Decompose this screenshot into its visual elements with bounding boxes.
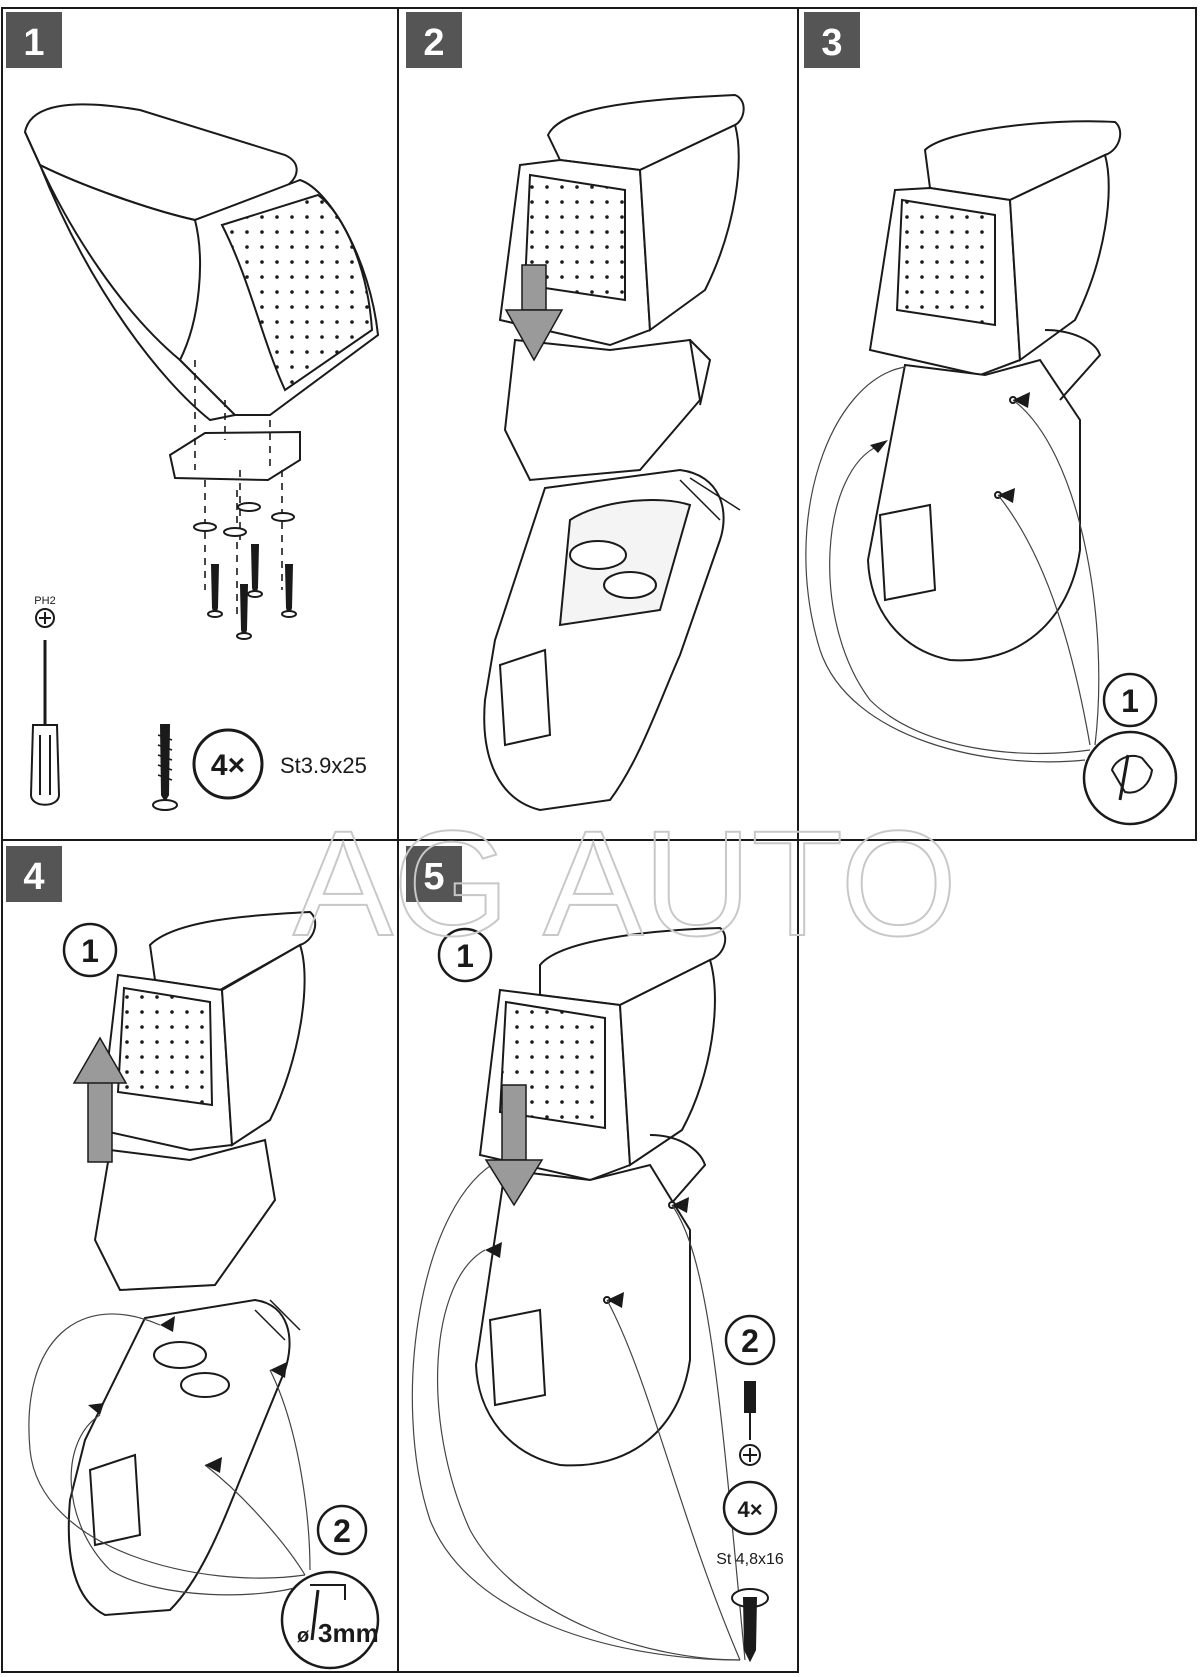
panel-3-frame — [797, 7, 1197, 841]
panel-3-illustration — [805, 120, 1178, 826]
callout-lines — [28, 1313, 311, 1596]
pointer-arrows — [88, 1316, 287, 1473]
panel-4-illustration — [28, 910, 380, 1670]
screw-count-label: 4× — [737, 1497, 762, 1522]
perforated-leather — [116, 986, 214, 1107]
washers — [193, 502, 295, 537]
armrest-pedestal — [503, 338, 702, 482]
callout-1-label: 1 — [81, 933, 99, 969]
screw-count-circle — [192, 728, 264, 800]
callout-1-circle — [437, 927, 493, 983]
down-arrow-icon — [484, 1084, 544, 1207]
screwdriver-icon — [739, 1381, 761, 1466]
armrest-lid — [546, 93, 745, 172]
step-badges: 1 2 3 4 5 — [6, 12, 860, 902]
armrest-pedestal — [93, 1138, 277, 1292]
step-badge-4: 4 — [6, 846, 62, 902]
step-badge-5: 5 — [406, 846, 462, 902]
drill-bit-icon — [310, 1584, 346, 1641]
drill-callout-circle — [280, 1570, 380, 1670]
long-screw-icon — [152, 724, 178, 811]
step-badge-2: 2 — [406, 12, 462, 68]
mount-plate — [168, 430, 301, 482]
drill-size-label: 3mm — [318, 1618, 379, 1648]
perforated-leather — [523, 173, 626, 302]
panel-1-illustration — [23, 103, 380, 811]
pointer-arrows — [485, 1197, 689, 1308]
panel-5-illustration — [411, 926, 778, 1663]
drill-symbol: ø — [297, 1625, 310, 1647]
callout-1-label: 1 — [456, 938, 474, 974]
step-number-1: 1 — [23, 22, 44, 64]
panel-frames — [1, 7, 1197, 1673]
screw-count-label: 4× — [211, 749, 245, 782]
screw-spec-label: St 4,8x16 — [716, 1551, 784, 1568]
screw-spec-label: St3.9x25 — [280, 753, 367, 778]
panel-5-frame — [397, 839, 799, 1673]
step-badge-3: 3 — [804, 12, 860, 68]
pointer-arrows — [870, 392, 1030, 503]
screws — [207, 544, 297, 640]
step-badge-1: 1 — [6, 12, 62, 68]
callout-2-circle — [724, 1314, 776, 1366]
step-number-2: 2 — [423, 22, 444, 64]
armrest-lid — [148, 910, 317, 992]
up-arrow-icon — [72, 1036, 128, 1163]
screw-count-circle — [722, 1480, 778, 1536]
perforated-leather — [220, 193, 374, 392]
hand-clip-icon — [1110, 754, 1154, 801]
step-number-4: 4 — [23, 856, 44, 898]
panel-2-illustration — [483, 93, 745, 812]
callout-1-label: 1 — [1121, 683, 1139, 719]
screwdriver-icon — [29, 608, 61, 806]
callout-1-circle — [62, 922, 118, 978]
tool-size-label: PH2 — [34, 595, 55, 607]
armrest-lid — [539, 926, 727, 1007]
step-number-3: 3 — [821, 22, 842, 64]
callout-lines — [411, 1159, 746, 1661]
callout-2-label: 2 — [333, 1513, 351, 1549]
callout-2-label: 2 — [741, 1323, 759, 1359]
armrest-side — [39, 164, 238, 422]
armrest-lid — [923, 120, 1122, 202]
console-assembled — [474, 1163, 691, 1467]
callout-lines — [805, 366, 1100, 763]
step-number-5: 5 — [423, 856, 444, 898]
perforated-leather — [895, 198, 996, 327]
watermark: AG AUTO — [293, 799, 957, 967]
screw-icon — [731, 1588, 769, 1663]
callout-2-circle — [316, 1504, 368, 1556]
callout-1-circle — [1102, 672, 1158, 728]
down-arrow-icon — [504, 264, 564, 362]
